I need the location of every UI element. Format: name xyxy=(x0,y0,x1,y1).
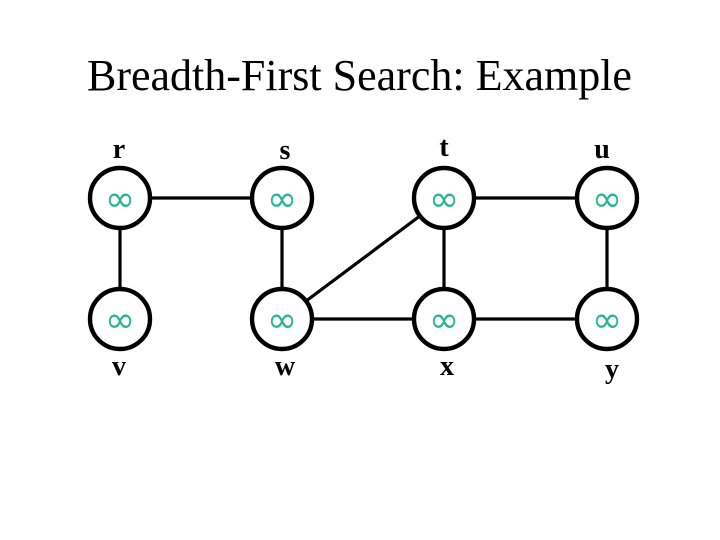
node-value-w: ∞ xyxy=(267,300,297,341)
node-circle-r xyxy=(87,165,153,231)
node-label-r: r xyxy=(112,134,126,165)
edge-w-t xyxy=(281,196,445,321)
node-circle-u xyxy=(574,165,640,231)
node-circle-w xyxy=(249,286,315,352)
node-label-t: t xyxy=(439,132,449,163)
node-value-t: ∞ xyxy=(429,179,459,220)
node-value-x: ∞ xyxy=(429,300,459,341)
node-label-x: x xyxy=(440,351,454,382)
node-value-u: ∞ xyxy=(592,179,622,220)
node-value-s: ∞ xyxy=(267,179,297,220)
node-label-u: u xyxy=(594,134,610,165)
node-label-y: y xyxy=(605,354,619,385)
slide-title: Breadth-First Search: Example xyxy=(87,51,632,100)
node-label-s: s xyxy=(279,135,291,166)
node-value-y: ∞ xyxy=(592,300,622,341)
node-value-v: ∞ xyxy=(105,300,135,341)
node-circle-x xyxy=(411,286,477,352)
node-label-v: v xyxy=(112,351,126,382)
node-circle-s xyxy=(249,165,315,231)
node-circle-y xyxy=(574,286,640,352)
node-label-w: w xyxy=(274,351,296,382)
node-circle-v xyxy=(87,286,153,352)
node-circle-t xyxy=(411,165,477,231)
node-value-r: ∞ xyxy=(105,179,135,220)
